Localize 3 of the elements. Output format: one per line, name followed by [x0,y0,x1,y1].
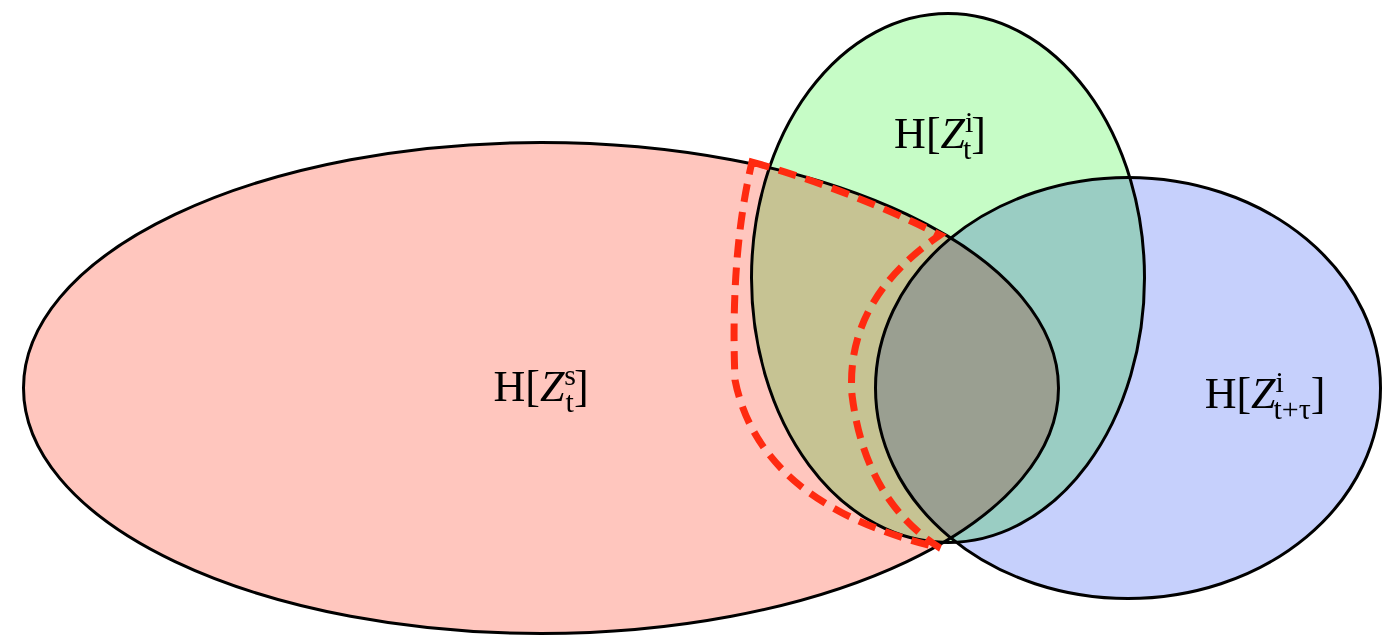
set-label: H[Z$^{i}$$_{t+τ}$] [1204,366,1326,424]
set-label: H[Z$^{s}$$_{t}$] [493,359,589,417]
set-label: H[Z$^{i}$$_{t}$] [894,106,986,164]
